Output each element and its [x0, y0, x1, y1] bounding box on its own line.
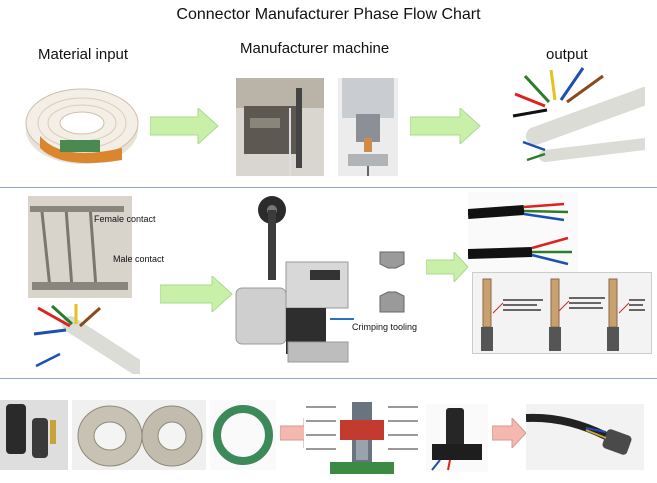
- crimping-tooling-label: Crimping tooling: [352, 322, 418, 332]
- male-contact-label: Male contact: [113, 254, 165, 264]
- tooling-pointer-line: [330, 318, 354, 320]
- contacts-image: [28, 196, 132, 298]
- header-manufacturer-machine: Manufacturer machine: [240, 40, 390, 57]
- connector-parts-image: [0, 400, 68, 470]
- chart-title: Connector Manufacturer Phase Flow Chart: [176, 6, 481, 23]
- finished-connector-image: [526, 404, 644, 470]
- machine-image-1: [236, 78, 324, 176]
- arrow-row2-a: [160, 276, 234, 312]
- female-contact-label: Female contact: [94, 214, 156, 224]
- arrow-row3-b: [492, 418, 528, 448]
- divider-1: [0, 187, 657, 188]
- o-ring-image: [210, 400, 276, 470]
- assembly-press-diagram: [304, 396, 420, 482]
- output-cable-image: [505, 66, 645, 162]
- machine-image-2: [338, 78, 398, 176]
- arrow-row2-b: [426, 252, 470, 282]
- crimp-inspection-panel: [472, 272, 652, 354]
- crimped-wire-image: [468, 192, 578, 272]
- fixture-image: [426, 404, 488, 472]
- wire-bundle-image: [30, 304, 140, 374]
- brass-fittings-image: [72, 400, 206, 470]
- crimping-tooling-image: [376, 250, 408, 316]
- arrow-row1-b: [410, 108, 482, 144]
- header-material-input: Material input: [38, 46, 129, 63]
- crimping-machine-image: [228, 192, 356, 368]
- cable-roll-image: [22, 78, 142, 168]
- arrow-row1-a: [150, 108, 220, 144]
- divider-2: [0, 378, 657, 379]
- header-output: output: [546, 46, 588, 63]
